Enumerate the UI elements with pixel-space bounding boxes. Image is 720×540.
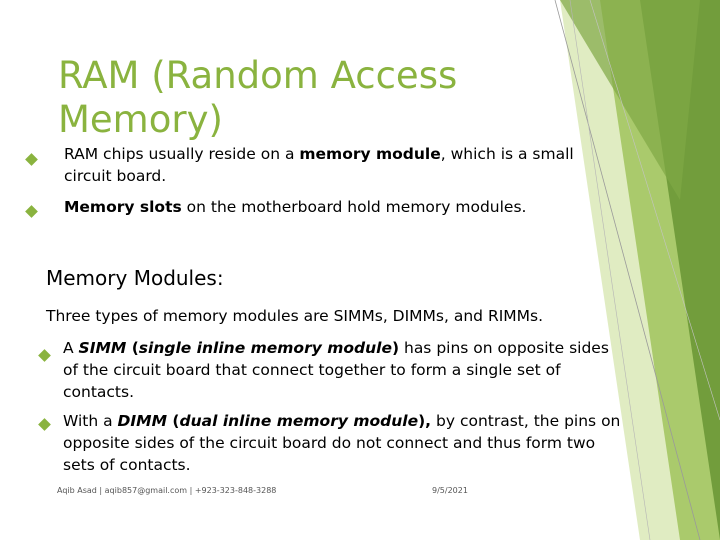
- bullet-text: , which is a small circuit board.: [64, 145, 574, 185]
- bullet-bold-term: memory module: [299, 145, 441, 163]
- footer-date: 9/5/2021: [432, 486, 468, 495]
- bullet-paren: (: [167, 412, 180, 430]
- bullet-bold-term: DIMM: [117, 412, 168, 430]
- bullet-bold-term: Memory slots: [64, 198, 182, 216]
- bullet-memory-slots: Memory slots on the motherboard hold mem…: [64, 196, 604, 218]
- bullet-memory-module: RAM chips usually reside on a memory mod…: [64, 143, 604, 187]
- decorative-line-1: [554, 0, 701, 540]
- slide-title: RAM (Random Access Memory): [58, 54, 458, 141]
- bullet-text: A: [63, 339, 79, 357]
- bullet-dimm: With a DIMM (dual inline memory module),…: [63, 410, 628, 476]
- bullet-paren: ),: [418, 412, 432, 430]
- intro-text: Three types of memory modules are SIMMs,…: [46, 307, 544, 325]
- decorative-line-3: [589, 0, 720, 421]
- section-heading: Memory Modules:: [46, 266, 224, 290]
- bullet-text: has pins on opposite sides of the circui…: [63, 339, 609, 401]
- bullet-italic-term: dual inline memory module: [179, 412, 419, 430]
- bullet-text: With a: [63, 412, 118, 430]
- bullet-bold-term: SIMM: [78, 339, 127, 357]
- bullet-italic-term: single inline memory module: [138, 339, 392, 357]
- decorative-line-2: [569, 0, 651, 540]
- green-shape-top: [560, 0, 700, 200]
- bullet-text: RAM chips usually reside on a: [64, 145, 300, 163]
- bullet-text: on the motherboard hold memory modules.: [181, 198, 527, 216]
- bullet-simm: A SIMM (single inline memory module) has…: [63, 337, 628, 403]
- bullet-paren: ): [391, 339, 400, 357]
- bullet-paren: (: [126, 339, 139, 357]
- bullet-text: by contrast, the pins on opposite sides …: [63, 412, 621, 474]
- footer-contact: Aqib Asad | aqib857@gmail.com | +923-323…: [57, 486, 277, 495]
